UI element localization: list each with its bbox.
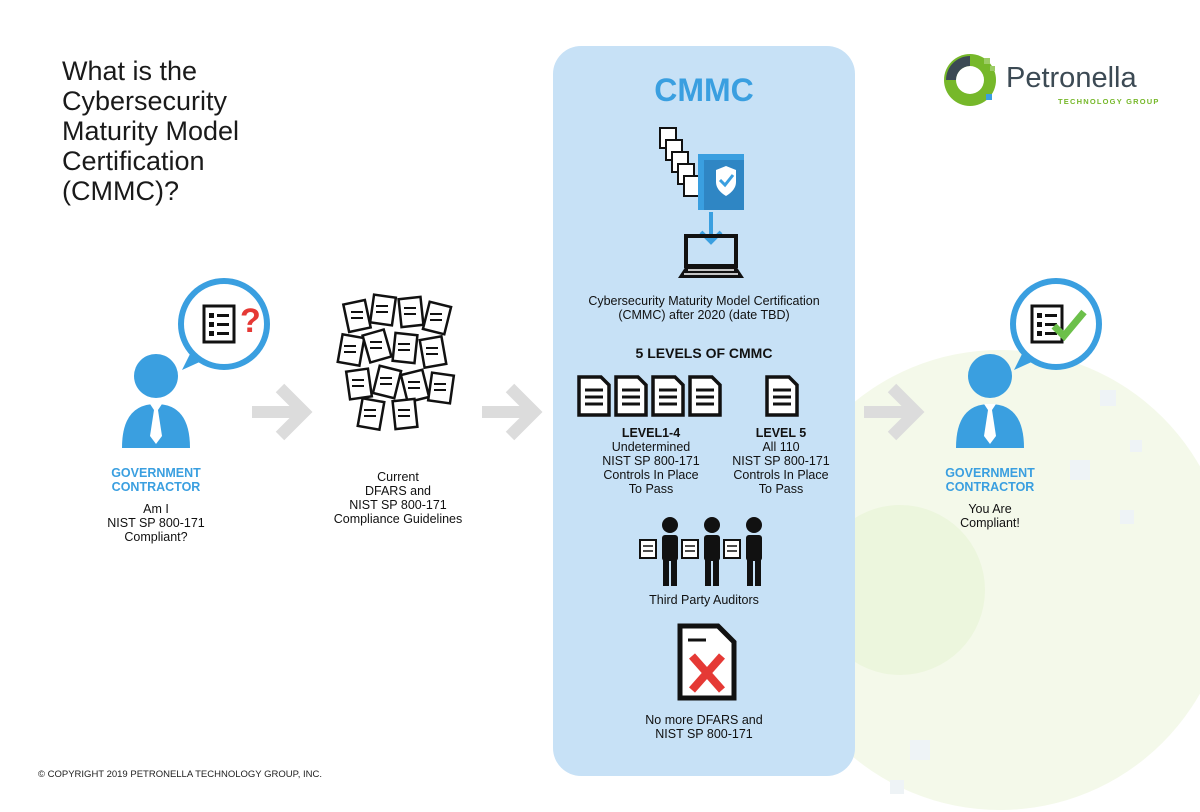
right-contractor-label: GOVERNMENT CONTRACTOR <box>945 466 1035 494</box>
level-5-text: LEVEL 5 All 110 NIST SP 800-171 Controls… <box>718 426 844 496</box>
copyright-text: © COPYRIGHT 2019 PETRONELLA TECHNOLOGY G… <box>38 769 322 780</box>
logo-name: Petronella <box>1006 62 1137 94</box>
right-contractor-caption: You Are Compliant! <box>960 502 1020 530</box>
person-icon <box>956 354 1024 448</box>
arrow-icon <box>252 383 313 441</box>
level-1-4-text: LEVEL1-4 Undetermined NIST SP 800-171 Co… <box>578 426 724 496</box>
level-5-title: LEVEL 5 <box>755 426 807 440</box>
level-1-4-title: LEVEL1-4 <box>621 426 681 440</box>
no-more-caption: No more DFARS and NIST SP 800-171 <box>645 713 763 741</box>
petronella-logo-icon <box>944 54 996 106</box>
page-title: What is the Cybersecurity Maturity Model… <box>62 56 240 206</box>
rejected-document-icon <box>677 623 737 701</box>
auditor-icon <box>639 517 762 586</box>
arrow-icon <box>482 383 543 441</box>
levels-heading: 5 LEVELS OF CMMC <box>635 345 773 361</box>
cmmc-title: CMMC <box>654 72 754 108</box>
svg-text:?: ? <box>240 302 261 340</box>
arrow-icon <box>864 383 925 441</box>
watermark-graphic <box>770 350 1200 810</box>
document-icon <box>765 375 799 417</box>
logo-tagline: TECHNOLOGY GROUP <box>1058 97 1160 106</box>
left-contractor-label: GOVERNMENT CONTRACTOR <box>111 466 201 494</box>
question-checklist-icon: ? <box>178 278 270 370</box>
shield-book-icon <box>659 127 744 210</box>
check-checklist-icon <box>1010 278 1102 370</box>
document-stack-icon <box>577 375 722 417</box>
auditors-caption: Third Party Auditors <box>649 593 759 607</box>
current-docs-caption: Current DFARS and NIST SP 800-171 Compli… <box>333 470 463 526</box>
left-contractor-caption: Am I NIST SP 800-171 Compliant? <box>107 502 205 544</box>
cmmc-cert-caption: Cybersecurity Maturity Model Certificati… <box>588 294 820 322</box>
document-pile-icon <box>336 293 456 432</box>
person-icon <box>122 354 190 448</box>
laptop-download-icon <box>678 212 744 278</box>
